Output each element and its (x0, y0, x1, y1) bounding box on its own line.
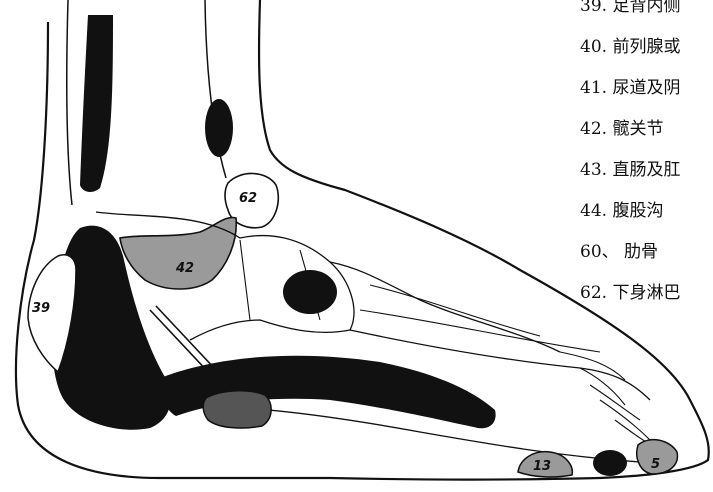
legend: 39. 足背内侧 40. 前列腺或 41. 尿道及阴 42. 髋关节 43. 直… (580, 0, 713, 314)
ankle-reflex-zone (205, 99, 233, 157)
label-39: 39 (32, 301, 50, 316)
legend-item: 42. 髋关节 (580, 109, 713, 150)
fibula-bone (80, 15, 113, 192)
zone-43-rectum (203, 391, 271, 428)
leg-inner-line-left (67, 0, 72, 205)
metatarsal-line-3 (370, 285, 540, 336)
legend-item: 39. 足背内侧 (580, 0, 713, 27)
navicular-reflex-zone (283, 270, 337, 314)
legend-item: 62. 下身淋巴 (580, 273, 713, 314)
legend-item: 60、 肋骨 (580, 232, 713, 273)
toe-reflex-zone (593, 450, 627, 476)
metatarsal-line-2 (360, 310, 600, 352)
legend-item: 41. 尿道及阴 (580, 68, 713, 109)
legend-item: 44. 腹股沟 (580, 191, 713, 232)
label-5: 5 (651, 457, 660, 472)
legend-item: 40. 前列腺或 (580, 27, 713, 68)
legend-item: 43. 直肠及肛 (580, 150, 713, 191)
label-62: 62 (239, 191, 257, 206)
label-13: 13 (533, 459, 551, 474)
label-42: 42 (175, 261, 194, 276)
